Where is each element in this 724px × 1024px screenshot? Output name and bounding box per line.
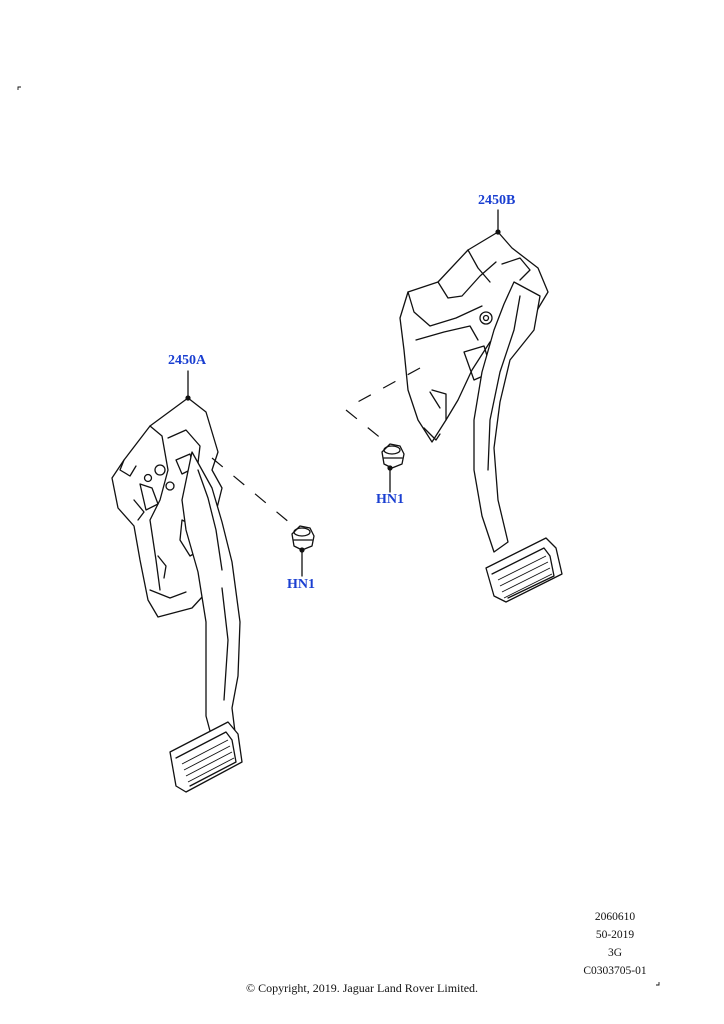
crop-mark-top-left bbox=[17, 86, 21, 90]
nut-hn1-left bbox=[291, 525, 315, 551]
reference-line-1: 2060610 bbox=[594, 911, 636, 923]
reference-line-3: 3G bbox=[607, 947, 623, 959]
leader-2450a bbox=[185, 370, 191, 401]
crop-mark-bottom-right bbox=[656, 982, 660, 986]
reference-line-4: C0303705-01 bbox=[583, 965, 647, 977]
leader-2450b bbox=[495, 209, 501, 235]
pedal-assembly-2450a bbox=[111, 397, 297, 793]
callout-2450a[interactable]: 2450A bbox=[168, 353, 207, 368]
leader-hn1-right bbox=[387, 465, 393, 493]
nut-hn1-right bbox=[381, 443, 405, 469]
leader-hn1-left bbox=[299, 547, 305, 577]
callout-hn1-left[interactable]: HN1 bbox=[287, 577, 315, 592]
callout-hn1-right[interactable]: HN1 bbox=[376, 492, 404, 507]
copyright-notice: © Copyright, 2019. Jaguar Land Rover Lim… bbox=[245, 981, 479, 995]
reference-line-2: 50-2019 bbox=[595, 929, 635, 941]
pedal-assembly-2450b bbox=[345, 231, 563, 603]
callout-2450b[interactable]: 2450B bbox=[478, 193, 516, 208]
